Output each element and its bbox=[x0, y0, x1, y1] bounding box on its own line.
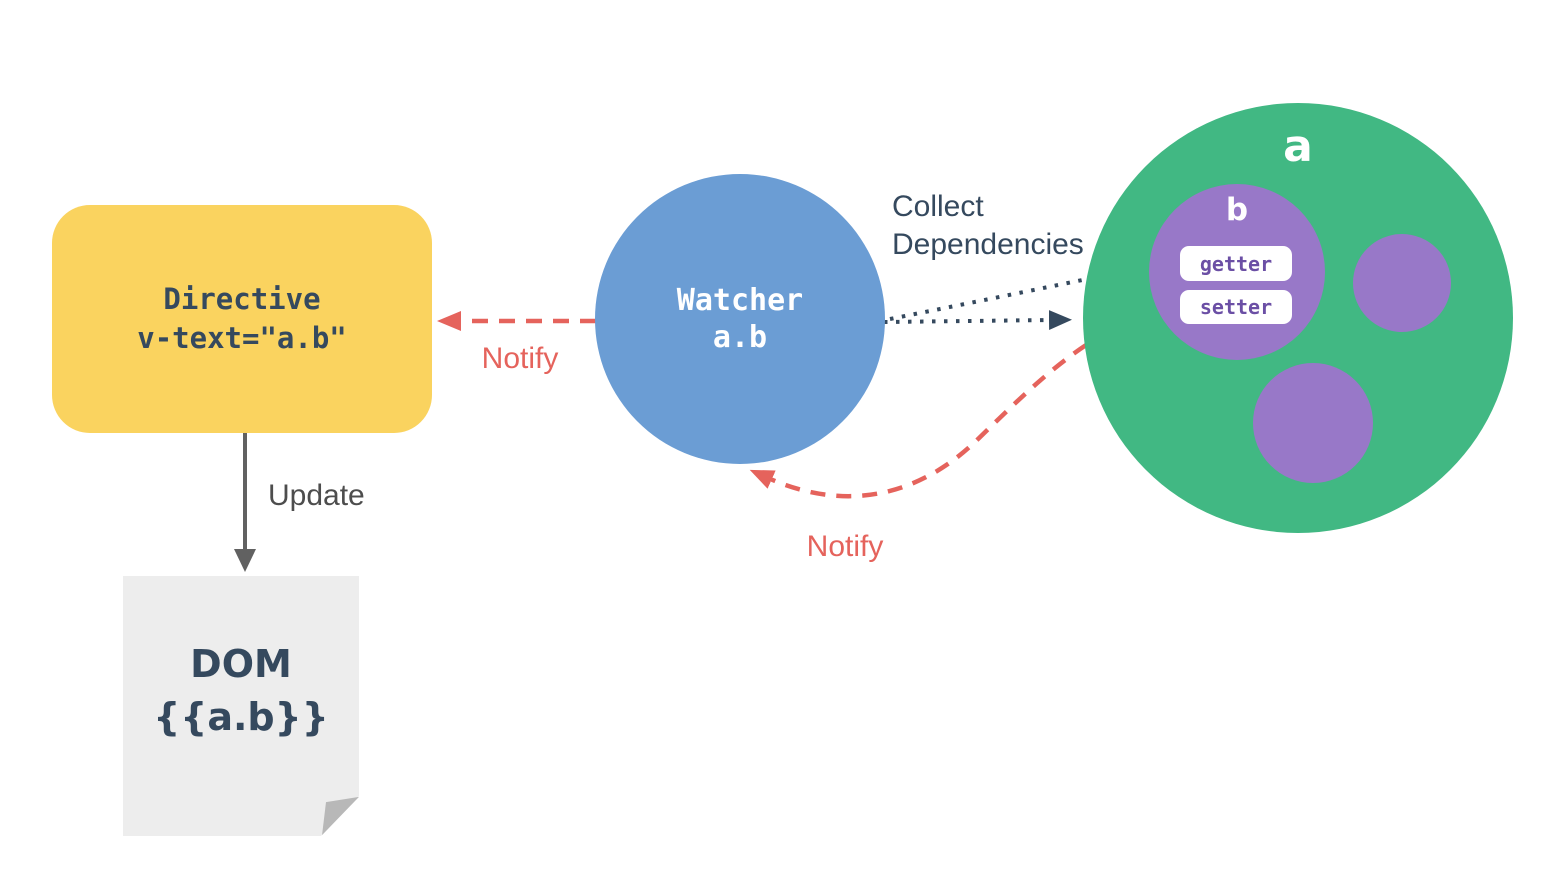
watcher-expression: a.b bbox=[712, 320, 768, 355]
collect-arrow-to-object-icon bbox=[883, 310, 1072, 331]
collect-label-line1: Collect bbox=[892, 190, 984, 223]
notify-bottom-label: Notify bbox=[806, 530, 884, 563]
dom-template-expression: {{a.b}} bbox=[153, 695, 329, 739]
setter-box: setter bbox=[1180, 290, 1292, 324]
directive-node: Directive v-text="a.b" bbox=[52, 205, 432, 433]
directive-title: Directive bbox=[163, 282, 321, 316]
getter-box: getter bbox=[1180, 246, 1292, 281]
dom-title: DOM bbox=[190, 642, 292, 686]
property-circle bbox=[1253, 363, 1373, 483]
dom-text: DOM {{a.b}} bbox=[123, 638, 359, 744]
property-circle bbox=[1353, 234, 1451, 332]
collect-label-line2: Dependencies bbox=[892, 228, 1084, 261]
watcher-node: Watcher a.b bbox=[595, 174, 885, 464]
data-object-b-label: b bbox=[1225, 192, 1249, 228]
directive-expression: v-text="a.b" bbox=[137, 321, 347, 355]
update-label: Update bbox=[268, 479, 365, 512]
notify-left-label: Notify bbox=[481, 342, 559, 375]
data-object-a-label: a bbox=[1283, 121, 1313, 172]
dom-document: DOM {{a.b}} bbox=[123, 576, 359, 836]
collect-dependencies-label: Collect Dependencies bbox=[892, 188, 1084, 264]
watcher-title: Watcher bbox=[676, 283, 804, 318]
